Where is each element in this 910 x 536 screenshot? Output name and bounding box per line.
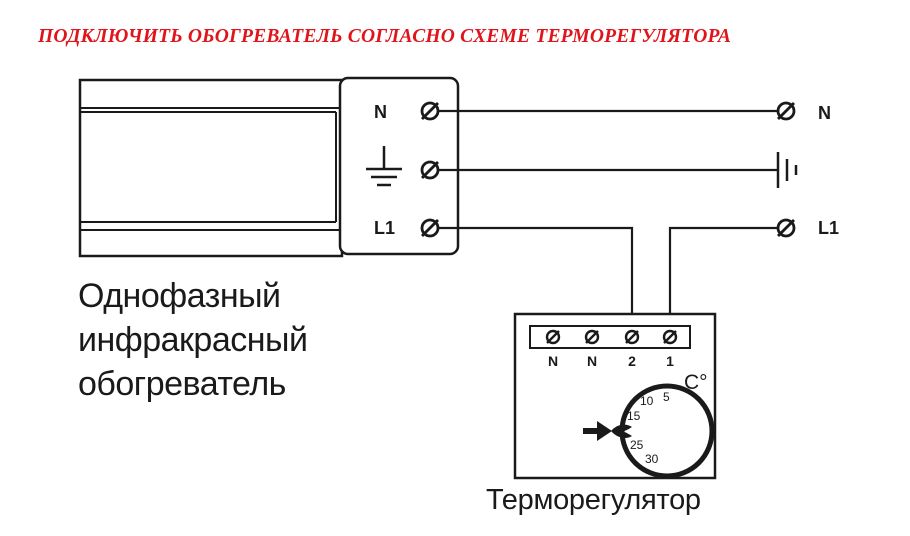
heater-caption-line: обогреватель — [78, 365, 286, 403]
screw-terminal-icon — [420, 101, 440, 121]
thermostat-terminal-label: 1 — [666, 353, 674, 369]
thermostat-terminal-label: 2 — [628, 353, 636, 369]
dial-pointer-arrow-icon — [583, 421, 632, 441]
supply-terminal-label-n: N — [818, 103, 831, 123]
temperature-unit-label: C° — [684, 371, 708, 394]
thermostat-terminal-strip — [529, 325, 691, 349]
wire-l1-heater-to-thermostat — [438, 226, 634, 334]
dial-mark: 10 — [640, 394, 654, 408]
screw-terminal-icon — [776, 218, 796, 238]
wires — [438, 109, 778, 334]
screw-terminal-icon — [662, 329, 678, 345]
thermostat-caption: Терморегулятор — [486, 484, 701, 516]
screw-terminal-icon — [420, 160, 440, 180]
screw-terminal-icon — [545, 329, 561, 345]
thermostat-terminal-label: N — [548, 353, 558, 369]
heater-terminal-block — [338, 76, 460, 256]
screw-terminal-icon — [420, 218, 440, 238]
screw-terminal-icon — [584, 329, 600, 345]
heater-caption-line: инфракрасный — [78, 321, 308, 359]
heater-terminal-label-n: N — [374, 102, 387, 122]
wire-l1-supply-to-thermostat — [668, 226, 778, 334]
heater-terminal-label-l1: L1 — [374, 218, 395, 238]
dial-mark: 15 — [627, 409, 641, 423]
dial-mark: 25 — [630, 438, 644, 452]
heater-body — [78, 78, 344, 258]
supply-terminal-label-l1: L1 — [818, 218, 839, 238]
ground-icon — [366, 146, 402, 187]
screw-terminal-icon — [776, 101, 796, 121]
dial-mark: 5 — [663, 390, 670, 404]
heater-caption-line: Однофазный — [78, 277, 281, 315]
earth-ground-icon — [776, 152, 798, 188]
diagram-title: ПОДКЛЮЧИТЬ ОБОГРЕВАТЕЛЬ СОГЛАСНО СХЕМЕ Т… — [38, 26, 732, 47]
dial-mark: 30 — [645, 452, 659, 466]
thermostat-terminal-label: N — [587, 353, 597, 369]
heater-caption: Однофазный инфракрасный обогреватель — [78, 274, 308, 406]
screw-terminal-icon — [624, 329, 640, 345]
